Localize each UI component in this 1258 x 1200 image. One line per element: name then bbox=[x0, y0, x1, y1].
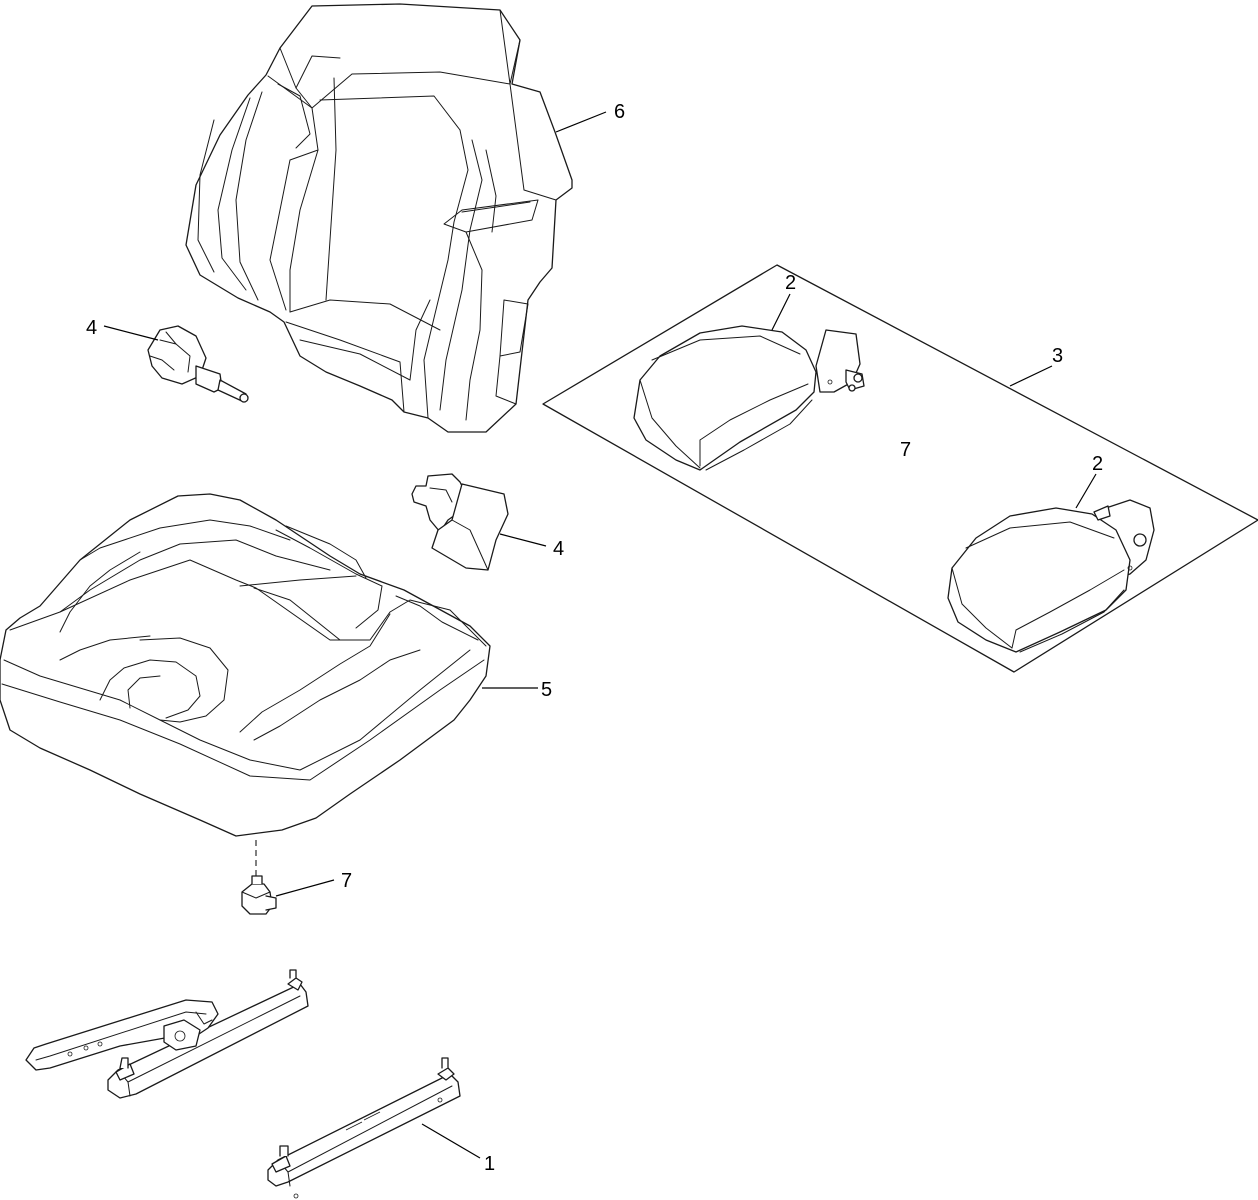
leader-2-left bbox=[771, 293, 791, 331]
leader-4-right bbox=[499, 533, 547, 547]
callout-3: 3 bbox=[1052, 345, 1063, 367]
leader-lines bbox=[103, 111, 1097, 1159]
spacer-nut bbox=[241, 840, 277, 915]
callout-7-panel: 7 bbox=[900, 439, 911, 461]
leader-3 bbox=[1009, 365, 1053, 387]
callout-1: 1 bbox=[484, 1153, 495, 1175]
seat-belt-tongue-right bbox=[411, 473, 509, 571]
seat-slide-left bbox=[25, 969, 309, 1099]
callout-7: 7 bbox=[341, 870, 352, 892]
seat-back bbox=[185, 3, 573, 433]
callout-2-right: 2 bbox=[1092, 453, 1103, 475]
leader-1 bbox=[421, 1123, 481, 1159]
seat-cushion bbox=[0, 493, 491, 837]
armrest-right bbox=[947, 499, 1155, 653]
seat-slide-right bbox=[267, 1057, 461, 1199]
callout-5: 5 bbox=[541, 679, 552, 701]
callout-2-left: 2 bbox=[785, 272, 796, 294]
armrest-left bbox=[633, 325, 865, 471]
leader-6 bbox=[555, 111, 607, 133]
armrest-assembly-panel bbox=[542, 264, 1258, 673]
callout-6: 6 bbox=[614, 101, 625, 123]
leader-7 bbox=[275, 879, 335, 897]
callout-4-right: 4 bbox=[553, 538, 564, 560]
seat-belt-buckle-left bbox=[147, 325, 249, 403]
leader-2-right bbox=[1075, 473, 1097, 509]
callout-4-left: 4 bbox=[86, 317, 97, 339]
leader-4-left bbox=[103, 325, 159, 341]
